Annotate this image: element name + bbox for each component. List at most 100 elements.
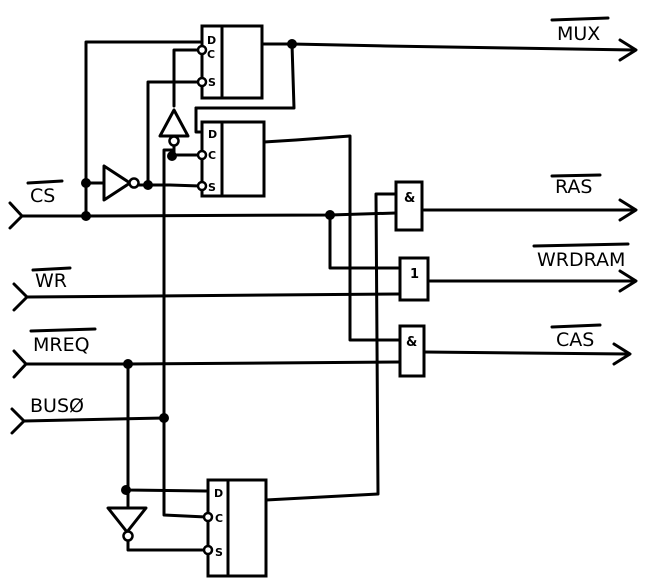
output-mux-label: MUX [557,23,600,45]
flipflop-2-s-bubble [196,180,208,192]
inverter-ff [158,108,190,147]
output-mux: MUX [290,16,638,62]
wire-ff3-q-to-ras-gate [264,192,398,502]
gate-cas: & [398,324,426,378]
wire-ff2-q-to-cas-gate [262,134,402,342]
junction-ff1-q [287,39,297,49]
output-wrdram-arrow [618,269,638,293]
input-mreq-arrow [12,349,28,379]
wire-mreq-in [24,360,402,366]
output-mux-arrow [618,38,638,62]
inverter-mreq-bubble [122,530,134,542]
junction-mreq-ff3 [121,485,131,495]
inverter-ff-body [158,108,190,138]
flipflop-3-s-bubble [202,544,214,556]
output-cas-arrow [612,342,632,366]
output-ras-arrow [618,198,638,222]
flipflop-3-pin-d: D [214,487,223,500]
flipflop-1-pin-d: D [207,34,216,47]
input-bus0: BUSØ [10,395,84,435]
wire-wr-in [25,292,402,299]
wire-ff1-q-loop [260,42,296,110]
wire-bus0-to-ff3-c [162,416,208,519]
inverter-mreq-body [106,506,148,534]
junction-cs-gates [325,210,335,220]
output-ras-label: RAS [555,176,593,198]
wire-mreq-to-ff3-d [126,362,208,493]
junction-inv-out [143,180,153,190]
junction-bus0 [159,413,169,423]
flipflop-2-c-bubble [196,149,208,161]
gate-ras: & [394,180,424,232]
input-mreq-overbar [29,327,97,333]
flipflop-1-pin-c: C [207,48,215,61]
gate-ras-body [394,180,424,232]
junctions [81,39,335,495]
inverter-cs-bubble [128,177,140,189]
input-cs-arrow [8,201,24,230]
output-ras: RAS [422,173,638,222]
input-mreq: MREQ [12,327,97,379]
inverter-ff-bubble [168,135,180,147]
output-cas: CAS [422,323,632,366]
wire-mux-out [290,42,636,52]
flipflop-1: D C S [196,24,264,100]
flipflop-3: D C S [202,478,268,578]
gate-ras-symbol: & [404,191,415,206]
gate-cas-body [398,324,426,378]
flipflop-2-pin-d: D [208,128,217,141]
flipflop-1-pin-s: S [208,76,216,89]
output-cas-label: CAS [556,329,594,351]
junction-mreq [123,359,133,369]
junction-cs-main [81,211,91,221]
junction-ff2-c [167,151,177,161]
wire-cs-to-wrdram-gate [328,213,400,270]
gate-wrdram-body [398,256,430,302]
flipflop-3-c-bubble [202,511,214,523]
junction-cs-inv [81,178,91,188]
flipflop-1-s-bubble [196,76,208,88]
output-cas-overbar [550,323,602,329]
output-wrdram-label: WRDRAM [537,249,625,271]
wire-bus0-up [162,148,176,420]
flipflop-2-pin-c: C [208,149,216,162]
gate-wrdram: 1 [398,256,430,302]
flipflop-3-pin-c: C [215,512,223,525]
flipflop-2-body [200,120,266,198]
output-mux-overbar [550,16,610,22]
input-wr-arrow [12,282,29,312]
input-wr: WR [12,266,72,312]
wire-ff1-c-to-inv2 [172,48,202,108]
wire-inv3-to-ff3-s [126,538,208,552]
flipflop-3-pin-s: S [215,546,223,559]
flipflop-3-body [206,478,268,578]
wire-inv2-to-ff2-c [172,142,202,157]
wire-inv-to-ff1-s [146,80,202,187]
gate-wrdram-symbol: 1 [410,267,419,282]
inverter-cs [102,164,140,202]
input-bus0-label: BUSØ [30,395,84,417]
output-wrdram: WRDRAM [428,242,638,293]
input-cs-label: CS [30,185,55,207]
inverter-mreq [106,506,148,542]
wiring [22,40,402,552]
output-ras-overbar [550,173,602,178]
wire-bus0-in [22,416,166,423]
wire-cs-to-ff1-d [84,40,202,218]
flipflop-1-body [200,24,264,100]
flipflop-2-pin-s: S [208,181,216,194]
input-wr-overbar [31,266,72,272]
output-wrdram-overbar [532,242,630,248]
flipflop-2: D C S [196,120,266,198]
input-bus0-arrow [10,407,26,435]
wire-cas-out [422,350,630,356]
flipflop-1-c-bubble [196,44,208,56]
wire-ff2-d [194,106,202,134]
gate-cas-symbol: & [406,335,417,350]
input-cs-overbar [26,179,64,185]
input-wr-label: WR [35,270,67,292]
input-mreq-label: MREQ [33,334,90,356]
inverter-cs-body [102,164,132,202]
input-cs: CS [8,179,88,230]
